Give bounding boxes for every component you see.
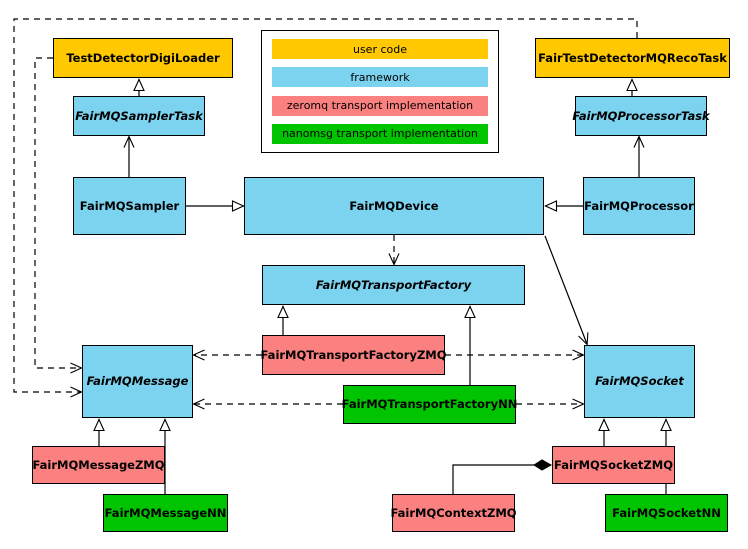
class-node-label: FairMQSampler	[79, 198, 180, 213]
legend-label-framework: framework	[350, 70, 410, 84]
class-node-FairMQDevice[interactable]: FairMQDevice	[244, 177, 544, 235]
class-node-label: TestDetectorDigiLoader	[66, 50, 220, 65]
class-node-label: FairMQMessageNN	[104, 505, 227, 520]
legend-label-zeromq: zeromq transport implementation	[286, 99, 474, 113]
class-node-label: FairMQSocketNN	[612, 505, 721, 520]
class-node-label: FairMQTransportFactoryNN	[341, 397, 518, 412]
legend-box: user code framework zeromq transport imp…	[261, 30, 499, 153]
class-node-FairMQMessageNN[interactable]: FairMQMessageNN	[103, 494, 228, 532]
legend-item-zeromq: zeromq transport implementation	[272, 95, 488, 116]
class-node-FairMQSamplerTask[interactable]: FairMQSamplerTask	[73, 96, 205, 136]
class-node-FairMQProcessor[interactable]: FairMQProcessor	[583, 177, 695, 235]
class-node-FairMQSampler[interactable]: FairMQSampler	[73, 177, 186, 235]
class-node-FairMQMessageZMQ[interactable]: FairMQMessageZMQ	[32, 446, 165, 484]
class-node-label: FairMQTransportFactoryZMQ	[260, 347, 447, 362]
class-node-label: FairMQProcessorTask	[572, 108, 710, 123]
class-node-label: FairMQSocket	[595, 374, 684, 389]
class-node-FairMQMessage[interactable]: FairMQMessage	[82, 345, 193, 418]
class-node-FairMQTransportFactoryZMQ[interactable]: FairMQTransportFactoryZMQ	[260, 335, 447, 375]
class-node-label: FairMQSocketZMQ	[554, 457, 673, 472]
class-node-FairMQSocket[interactable]: FairMQSocket	[584, 345, 695, 418]
class-node-label: FairMQTransportFactory	[315, 277, 472, 292]
class-node-label: FairTestDetectorMQRecoTask	[538, 50, 727, 65]
class-node-label: FairMQProcessor	[584, 198, 694, 213]
class-node-FairMQProcessorTask[interactable]: FairMQProcessorTask	[572, 96, 710, 136]
legend-label-user-code: user code	[352, 42, 408, 56]
legend-item-nanomsg: nanomsg transport implementation	[272, 123, 488, 144]
class-node-FairMQContextZMQ[interactable]: FairMQContextZMQ	[390, 494, 517, 532]
class-node-FairMQSocketZMQ[interactable]: FairMQSocketZMQ	[552, 446, 675, 484]
legend-item-framework: framework	[272, 67, 488, 88]
legend-item-user-code: user code	[272, 39, 488, 59]
class-node-label: FairMQDevice	[349, 198, 439, 213]
class-node-FairMQTransportFactory[interactable]: FairMQTransportFactory	[262, 265, 525, 305]
legend-label-nanomsg: nanomsg transport implementation	[282, 127, 478, 141]
class-node-label: FairMQContextZMQ	[390, 505, 517, 520]
class-node-label: FairMQMessage	[86, 374, 189, 389]
class-node-FairMQTransportFactoryNN[interactable]: FairMQTransportFactoryNN	[341, 385, 518, 424]
class-node-label: FairMQSamplerTask	[75, 108, 203, 123]
class-node-label: FairMQMessageZMQ	[32, 457, 165, 472]
class-node-FairTestDetectorMQRecoTask[interactable]: FairTestDetectorMQRecoTask	[535, 38, 730, 78]
class-node-FairMQSocketNN[interactable]: FairMQSocketNN	[605, 494, 728, 532]
class-node-TestDetectorDigiLoader[interactable]: TestDetectorDigiLoader	[53, 38, 233, 78]
